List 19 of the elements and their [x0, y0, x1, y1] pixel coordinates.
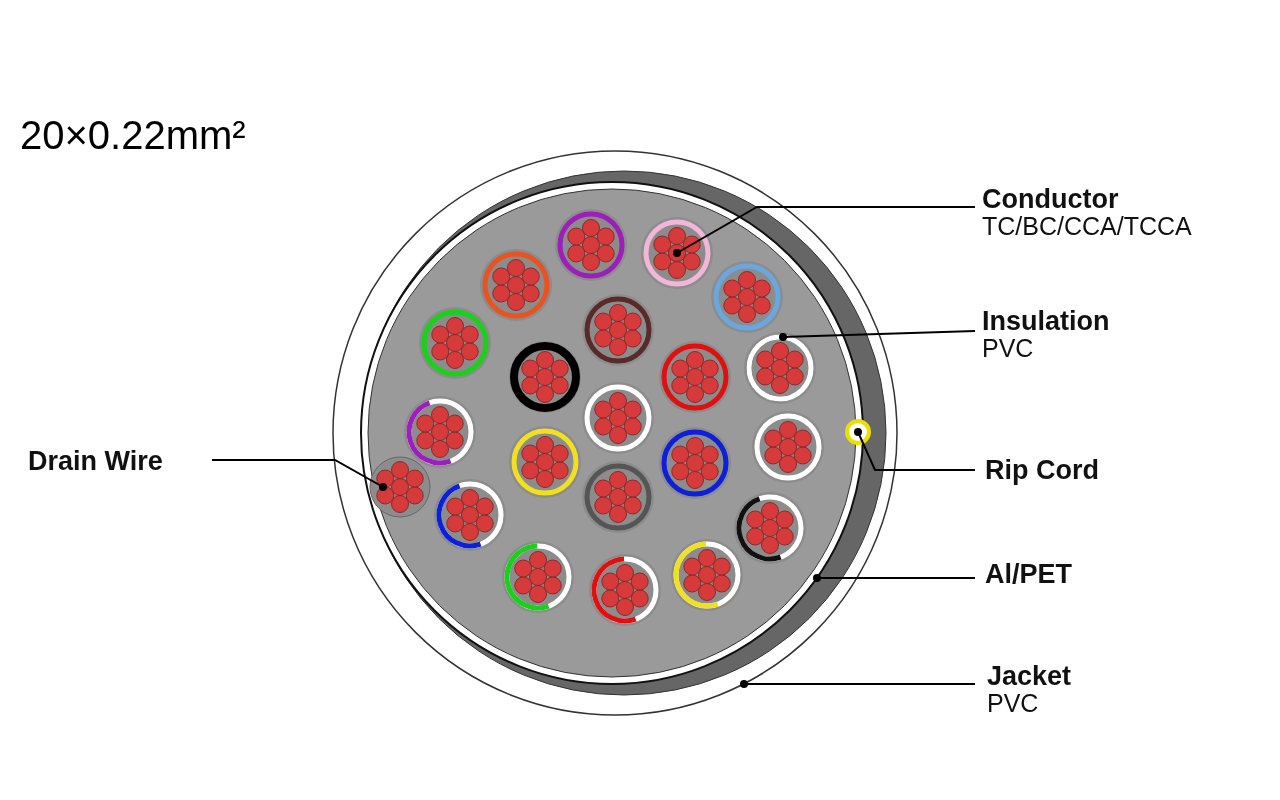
cable-title: 20×0.22mm² — [20, 113, 246, 158]
part-name: Jacket — [987, 662, 1072, 691]
leader-line — [211, 459, 387, 491]
material-text: PVC — [982, 335, 1035, 362]
leader-line — [779, 330, 976, 341]
conductor-strand — [668, 244, 686, 262]
drain-wire — [369, 456, 431, 518]
leader-line — [673, 206, 976, 257]
material-text: TC/BC/CCA/TCCA — [982, 213, 1192, 240]
leader-line — [813, 574, 976, 582]
part-name: Rip Cord — [985, 456, 1099, 485]
part-name: Al/PET — [985, 560, 1072, 589]
material-text: PVC — [987, 690, 1040, 717]
part-name: Drain Wire — [28, 447, 163, 476]
part-name: Insulation — [982, 307, 1110, 336]
leader-line — [854, 428, 976, 471]
insulation-ring — [746, 334, 814, 402]
part-name: Conductor — [982, 185, 1120, 214]
leader-line — [740, 680, 976, 688]
